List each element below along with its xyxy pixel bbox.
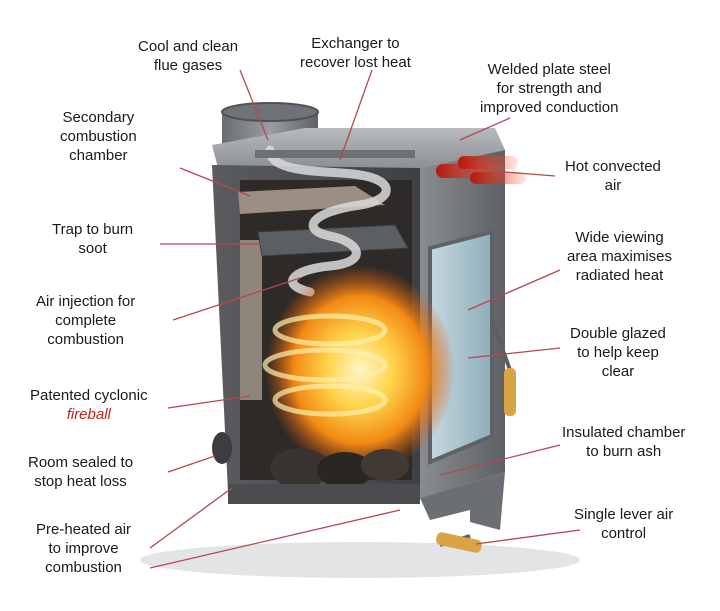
label-exchanger: Exchanger to recover lost heat (300, 34, 411, 72)
fireball (265, 265, 455, 475)
label-line: Room sealed to (28, 454, 134, 471)
label-line: Hot convected (565, 158, 661, 175)
hot-air-outlets (436, 156, 526, 184)
stove-legs (420, 472, 505, 530)
leader-flue (239, 69, 269, 141)
label-line: air (604, 177, 622, 194)
leader-injection (172, 277, 301, 321)
door-handle (490, 319, 516, 416)
label-wide-viewing: Wide viewing area maximises radiated hea… (567, 228, 672, 285)
label-line: Air injection for (36, 293, 136, 310)
label-line: recover lost heat (300, 54, 411, 71)
flue-opening (221, 102, 319, 122)
leader-viewing (467, 269, 561, 311)
leader-secondary (179, 167, 251, 197)
leader-preheated-1 (149, 487, 233, 549)
logs (270, 448, 409, 488)
label-line: Single lever air (574, 506, 674, 523)
label-hot-convected-air: Hot convected air (565, 157, 661, 195)
label-line-fireball: fireball (66, 406, 111, 423)
label-line: Cool and clean (138, 38, 239, 55)
label-line: chamber (69, 147, 128, 164)
floor-shadow (140, 542, 580, 578)
label-flue-gases: Cool and clean flue gases (138, 37, 238, 75)
label-single-lever: Single lever air control (574, 505, 673, 543)
leader-cyclonic (167, 395, 251, 409)
label-line: Wide viewing (575, 229, 664, 246)
cyclonic-swirl (262, 313, 388, 417)
label-line: complete (55, 312, 117, 329)
label-room-sealed: Room sealed to stop heat loss (28, 453, 133, 491)
label-pre-heated-air: Pre-heated air to improve combustion (36, 520, 131, 577)
air-lever-handle (435, 532, 482, 553)
insulated-lining (240, 240, 262, 400)
label-line: Double glazed (570, 325, 666, 342)
label-line: combustion (45, 559, 122, 576)
label-line: to improve (48, 540, 119, 557)
label-line: Secondary (62, 109, 135, 126)
label-line: Exchanger to (311, 35, 400, 52)
leader-lever (475, 529, 581, 545)
label-line: flue gases (153, 57, 223, 74)
leader-preheated-2 (149, 509, 401, 569)
label-soot-trap: Trap to burn soot (52, 220, 133, 258)
label-line: Patented cyclonic (30, 387, 148, 404)
label-line: control (601, 525, 647, 542)
leader-insulated (439, 444, 561, 476)
label-welded-steel: Welded plate steel for strength and impr… (480, 60, 618, 117)
label-cyclonic-fireball: Patented cyclonic fireball (30, 386, 148, 424)
leader-sealed (167, 455, 216, 473)
label-line: for strength and (496, 80, 602, 97)
leader-exchanger (339, 69, 373, 161)
label-line: area maximises (567, 248, 673, 265)
label-double-glazed: Double glazed to help keep clear (570, 324, 666, 381)
label-line: clear (601, 363, 635, 380)
label-air-injection: Air injection for complete combustion (36, 292, 135, 349)
label-insulated-chamber: Insulated chamber to burn ash (562, 423, 685, 461)
leader-glazed (467, 347, 561, 359)
label-line: Pre-heated air (36, 521, 132, 538)
label-line: Insulated chamber (562, 424, 686, 441)
label-line: combustion (60, 128, 137, 145)
heat-exchanger (255, 150, 415, 158)
label-line: soot (78, 240, 107, 257)
label-line: Welded plate steel (487, 61, 611, 78)
label-line: improved conduction (480, 99, 619, 116)
gas-flow-path (265, 145, 391, 297)
label-line: to help keep (577, 344, 659, 361)
leader-steel (459, 117, 511, 141)
label-secondary-chamber: Secondary combustion chamber (60, 108, 137, 165)
ash-chamber (228, 484, 420, 504)
label-line: combustion (47, 331, 124, 348)
label-line: to burn ash (586, 443, 662, 460)
label-line: stop heat loss (34, 473, 127, 490)
leader-lines (149, 69, 581, 569)
label-line: Trap to burn (52, 221, 134, 238)
label-line: radiated heat (575, 267, 664, 284)
leader-convected (504, 171, 556, 177)
air-intake (212, 432, 232, 464)
